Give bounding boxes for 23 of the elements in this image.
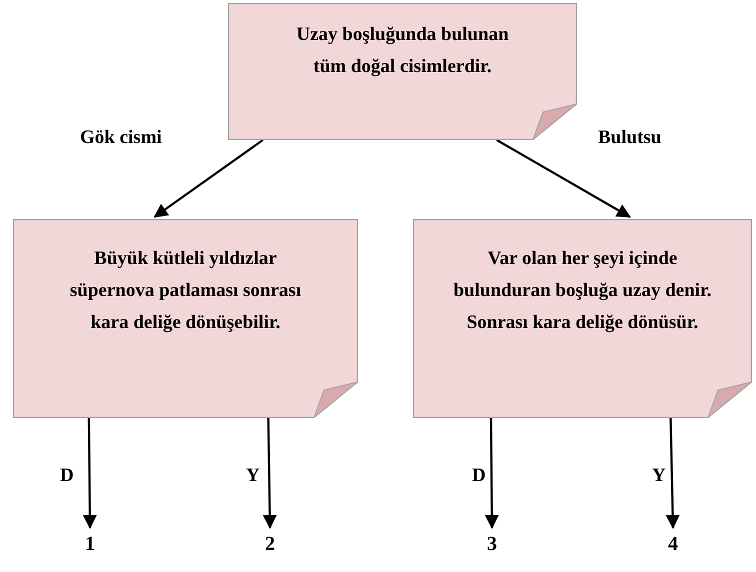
arrow	[262, 418, 277, 529]
arrow	[82, 418, 97, 529]
outcome-number: 3	[480, 530, 504, 558]
arrow	[496, 139, 631, 218]
outcome-number: 4	[661, 530, 685, 558]
edge-label: Gök cismi	[80, 128, 162, 147]
outcome-number: 2	[258, 530, 282, 558]
edge-label: Bulutsu	[598, 128, 662, 147]
arrow	[484, 418, 499, 529]
note-box	[228, 3, 577, 140]
edge-label: D	[472, 466, 486, 485]
box-text: Sonrası kara deliğe dönüsür.	[466, 311, 698, 335]
box-text: Büyük kütleli yıldızlar süpernova patlaması sonrası kara deliğe dönüşebilir.	[68, 247, 302, 335]
edge-label: Y	[652, 466, 666, 485]
arrow	[154, 139, 264, 218]
note-box	[13, 219, 358, 418]
box-text: Var olan her şeyi içinde bulunduran boşluğa uzay denir.	[452, 247, 713, 303]
edge-label: D	[60, 466, 74, 485]
box-text: Uzay boşluğunda bulunan tüm doğal cisimlerdir.	[295, 23, 510, 79]
edge-label: Y	[246, 466, 260, 485]
outcome-number: 1	[78, 530, 102, 558]
note-box	[413, 219, 752, 418]
arrow	[666, 418, 680, 529]
